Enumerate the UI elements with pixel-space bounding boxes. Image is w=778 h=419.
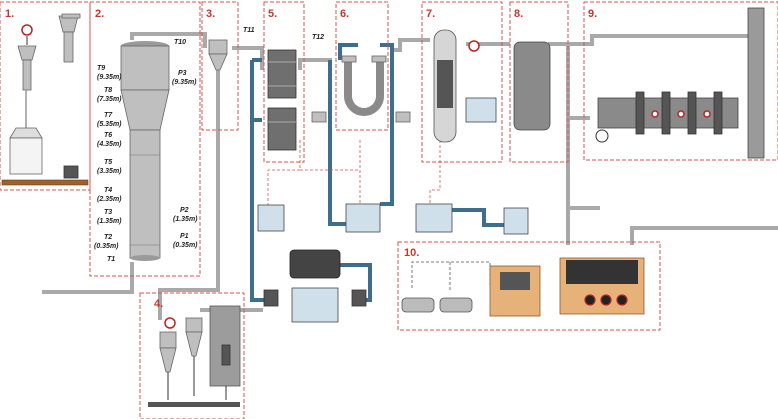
- screw-feeder-icon: [1, 179, 89, 186]
- cyclone-icon: [159, 347, 177, 373]
- chiller-icon: [289, 249, 341, 279]
- label-t9-height: (9.35m): [97, 74, 122, 81]
- section-10: 10.: [397, 241, 661, 331]
- section-5: 5. T12: [263, 1, 324, 163]
- cyclone-icon: [17, 45, 37, 61]
- blower-icon: [164, 317, 176, 329]
- blower-icon: [468, 40, 480, 52]
- pump-icon: [351, 289, 367, 307]
- water-pipes: [250, 43, 504, 302]
- tank-icon: [345, 203, 381, 233]
- label-t9: T9: [97, 65, 105, 72]
- label-t2: T2: [104, 234, 112, 241]
- label-t7-height: (5.35m): [97, 121, 122, 128]
- label-t4: T4: [104, 187, 112, 194]
- section-2: 2. T10 T9 (9.35m) P3 (9.35m) T8 (7.35m) …: [89, 1, 201, 277]
- label-p1-height: (0.35m): [173, 242, 198, 249]
- label-t7: T7: [104, 112, 113, 119]
- riser-column: [129, 129, 161, 259]
- label-t2-height: (0.35m): [94, 243, 119, 250]
- section-1: 1.: [0, 1, 91, 191]
- section-4: 4.: [139, 292, 245, 419]
- section-5-label: 5.: [268, 8, 277, 20]
- label-t4-height: (2.35m): [97, 196, 122, 203]
- section-3: 3. T11: [201, 1, 255, 131]
- label-p3: P3: [178, 70, 187, 77]
- tank-icon: [503, 207, 529, 235]
- label-p3-height: (9.35m): [172, 79, 197, 86]
- heat-exchanger-2: [267, 107, 297, 151]
- label-t3-height: (1.35m): [97, 218, 122, 225]
- heat-exchanger-1: [267, 49, 297, 99]
- tank-icon: [291, 287, 339, 323]
- section-9: 9.: [583, 1, 778, 161]
- label-t6-height: (4.35m): [97, 141, 122, 148]
- label-t5-height: (3.35m): [97, 168, 122, 175]
- silo-icon: [9, 137, 43, 175]
- section-3-label: 3.: [206, 8, 215, 20]
- u-tube-condenser: [344, 60, 384, 116]
- section-7: 7.: [421, 1, 503, 163]
- tank-icon: [257, 204, 285, 232]
- label-t12: T12: [312, 34, 324, 41]
- section-7-label: 7.: [426, 8, 435, 20]
- label-t5: T5: [104, 159, 112, 166]
- label-t11: T11: [243, 27, 255, 34]
- label-t1: T1: [107, 256, 115, 263]
- section-6: 6.: [311, 1, 411, 131]
- tank-icon: [415, 203, 453, 233]
- blower-icon: [21, 24, 33, 36]
- label-t8-height: (7.35m): [97, 96, 122, 103]
- section-2-label: 2.: [95, 8, 104, 20]
- section-10-label: 10.: [404, 247, 419, 259]
- cyclone-icon: [185, 331, 203, 357]
- section-6-label: 6.: [340, 8, 349, 20]
- label-t6: T6: [104, 132, 112, 139]
- pump-icon: [263, 289, 279, 307]
- section-8: 8.: [509, 1, 569, 163]
- label-t3: T3: [104, 209, 112, 216]
- compressor-icon: [439, 297, 473, 313]
- compressor-icon: [401, 297, 435, 313]
- fan-icon: [595, 129, 609, 143]
- section-1-label: 1.: [5, 8, 14, 20]
- riser-freeboard: [120, 45, 170, 91]
- cyclone-body: [208, 39, 228, 55]
- label-p2-height: (1.35m): [173, 216, 198, 223]
- label-t10: T10: [174, 39, 186, 46]
- electrostatic-precipitator: [513, 41, 551, 131]
- label-p2: P2: [180, 207, 189, 214]
- tank-icon: [465, 97, 497, 123]
- chimney-icon: [747, 7, 765, 159]
- section-4-label: 4.: [154, 298, 163, 310]
- label-p1: P1: [180, 233, 189, 240]
- label-t8: T8: [104, 87, 112, 94]
- section-9-label: 9.: [588, 8, 597, 20]
- cooling-water-system: [257, 203, 529, 323]
- conveyor-icon: [148, 402, 240, 407]
- section-8-label: 8.: [514, 8, 523, 20]
- motor-icon: [63, 165, 79, 179]
